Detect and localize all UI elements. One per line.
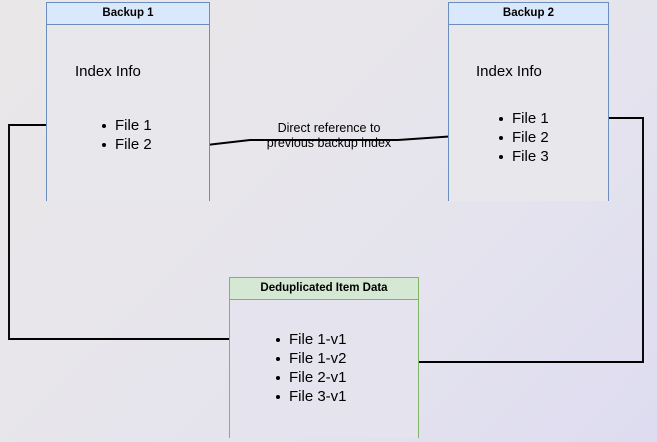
- node-backup-2[interactable]: Backup 2 Index Info File 1 File 2 File 3: [448, 2, 609, 201]
- node-deduplicated-item-data[interactable]: Deduplicated Item Data File 1-v1 File 1-…: [229, 277, 419, 438]
- list-item: File 2: [100, 135, 152, 154]
- list-item: File 1-v1: [274, 330, 347, 349]
- node-backup-1-body: Index Info File 1 File 2: [47, 25, 209, 201]
- node-backup-1-header: Backup 1: [47, 3, 209, 25]
- list-item: File 1: [100, 116, 152, 135]
- node-backup-2-body: Index Info File 1 File 2 File 3: [449, 25, 608, 201]
- list-item: File 1-v2: [274, 349, 347, 368]
- dedup-file-list: File 1-v1 File 1-v2 File 2-v1 File 3-v1: [274, 330, 347, 406]
- backup-1-index-info-label: Index Info: [75, 63, 141, 80]
- backup-1-file-list: File 1 File 2: [100, 116, 152, 154]
- node-dedup-header: Deduplicated Item Data: [230, 278, 418, 300]
- backup-2-file-list: File 1 File 2 File 3: [497, 109, 549, 166]
- list-item: File 3: [497, 147, 549, 166]
- list-item: File 2-v1: [274, 368, 347, 387]
- backup-2-index-info-label: Index Info: [476, 63, 542, 80]
- list-item: File 2: [497, 128, 549, 147]
- list-item: File 1: [497, 109, 549, 128]
- node-backup-2-header: Backup 2: [449, 3, 608, 25]
- node-dedup-body: File 1-v1 File 1-v2 File 2-v1 File 3-v1: [230, 300, 418, 438]
- edge-label-direct-reference: Direct reference to previous backup inde…: [266, 121, 392, 150]
- node-backup-1[interactable]: Backup 1 Index Info File 1 File 2: [46, 2, 210, 201]
- list-item: File 3-v1: [274, 387, 347, 406]
